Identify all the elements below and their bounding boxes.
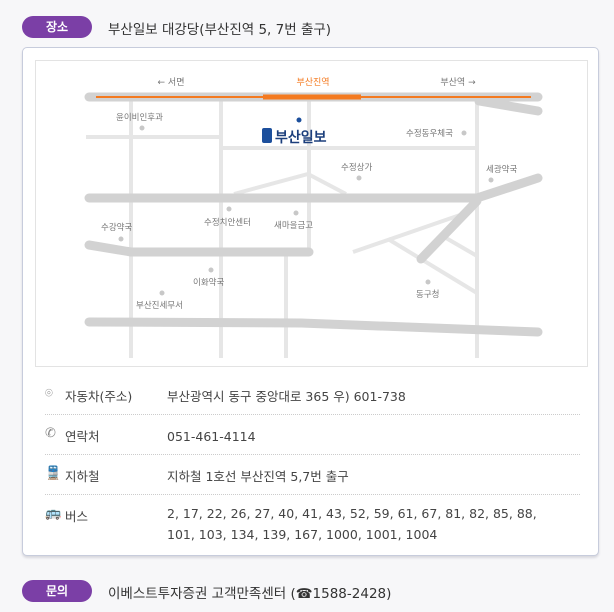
contact-text: 이베스트투자증권 고객만족센터 (☎1588-2428) [108, 586, 392, 602]
place-title: 부산일보 대강당(부산진역 5, 7번 출구) [108, 22, 332, 38]
info-row-phone: ✆ 연락처 051-461-4114 [45, 426, 580, 455]
landmark: 새마을금고 [274, 221, 313, 231]
destination-marker [296, 117, 302, 123]
logo-text: 부산일보 [275, 129, 327, 146]
bus-icon: 🚌 [45, 506, 62, 521]
landmark: 동구청 [416, 290, 439, 300]
location-map: ← 서면 부산진역 부산역 → 부산일보 윤이비인후과 수정동우체국 수정상가 … [35, 60, 588, 367]
landmark: 수강약국 [101, 222, 132, 233]
landmark: 이화약국 [193, 277, 224, 288]
location-pin-icon: ⌾ [45, 386, 53, 401]
info-row-car: ⌾ 자동차(주소) 부산광역시 동구 중앙대로 365 우) 601-738 [45, 386, 580, 415]
direction-left: ← 서면 [158, 77, 185, 88]
contact-badge: 문의 [22, 580, 92, 602]
landmark: 수정동우체국 [406, 128, 453, 139]
info-row-bus: 🚌 버스 2, 17, 22, 26, 27, 40, 41, 43, 52, … [45, 506, 537, 542]
main-road [84, 317, 543, 337]
minor-road [386, 237, 479, 295]
landmark: 윤이비인후과 [116, 112, 163, 123]
minor-road [233, 171, 347, 196]
location-card: ← 서면 부산진역 부산역 → 부산일보 윤이비인후과 수정동우체국 수정상가 … [22, 47, 599, 556]
direction-right: 부산역 → [440, 77, 476, 88]
main-road [474, 96, 543, 116]
landmark: 세광약국 [486, 164, 517, 175]
minor-road [352, 212, 464, 254]
landmark: 수정상가 [341, 162, 372, 173]
subway-icon: 🚆 [45, 466, 62, 481]
main-road [416, 196, 482, 264]
map-svg: ← 서면 부산진역 부산역 → 부산일보 윤이비인후과 수정동우체국 수정상가 … [84, 77, 543, 358]
main-road [84, 173, 543, 203]
landmark: 부산진세무서 [136, 300, 183, 311]
info-row-subway: 🚆 지하철 지하철 1호선 부산진역 5,7번 출구 [45, 466, 580, 495]
minor-road [444, 236, 479, 258]
phone-icon: ✆ [45, 426, 56, 441]
direction-station: 부산진역 [296, 77, 329, 88]
main-road [84, 240, 314, 257]
landmark: 수정치안센터 [204, 217, 251, 228]
logo-icon [262, 128, 272, 143]
place-badge: 장소 [22, 16, 92, 38]
